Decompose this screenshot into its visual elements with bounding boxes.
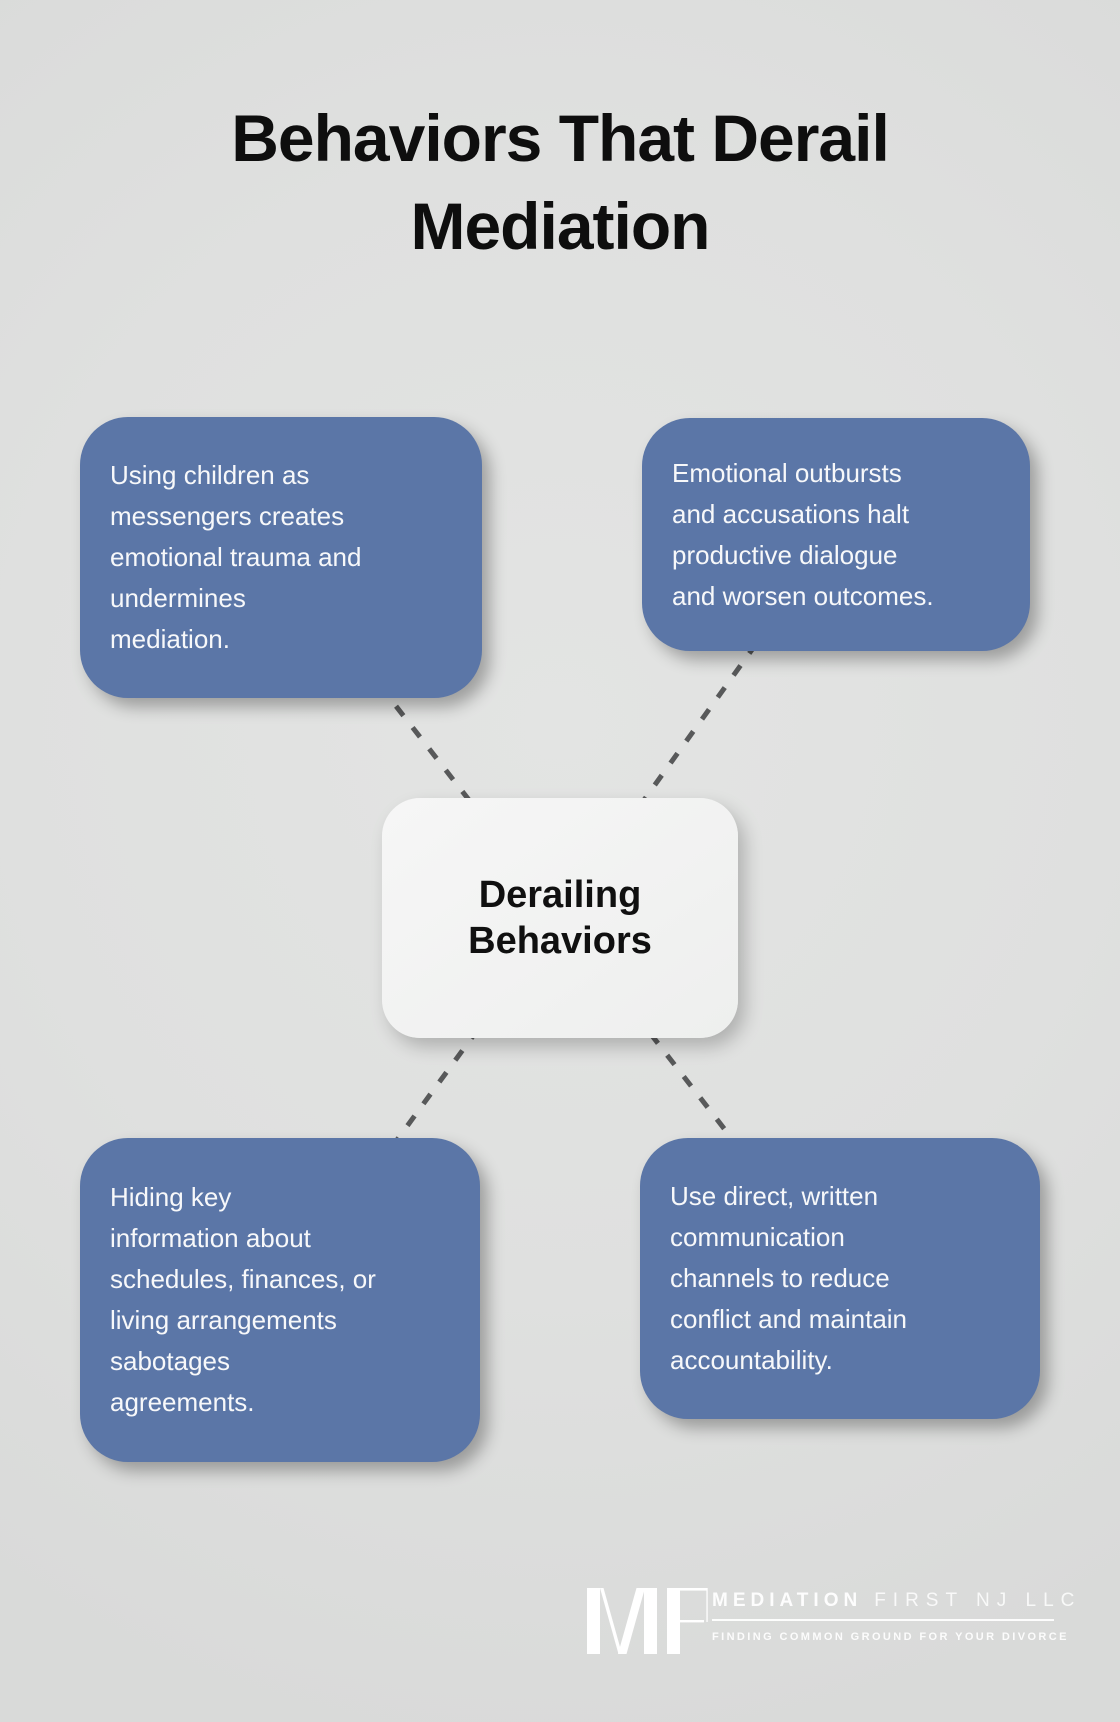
- center-node-text: Derailing Behaviors: [468, 874, 652, 962]
- node-bottom-left: Hiding key information about schedules, …: [80, 1138, 480, 1462]
- node-bottom-left-text: Hiding key information about schedules, …: [110, 1182, 376, 1417]
- node-top-left: Using children as messengers creates emo…: [80, 417, 482, 698]
- page-title: Behaviors That Derail Mediation: [231, 101, 890, 263]
- node-top-right-text: Emotional outbursts and accusations halt…: [672, 457, 934, 611]
- node-bottom-right-text: Use direct, written communication channe…: [670, 1181, 908, 1375]
- node-bottom-right: Use direct, written communication channe…: [640, 1138, 1040, 1419]
- center-node: Derailing Behaviors: [382, 798, 738, 1038]
- node-top-right: Emotional outbursts and accusations halt…: [642, 418, 1030, 651]
- node-top-left-text: Using children as messengers creates emo…: [110, 460, 362, 654]
